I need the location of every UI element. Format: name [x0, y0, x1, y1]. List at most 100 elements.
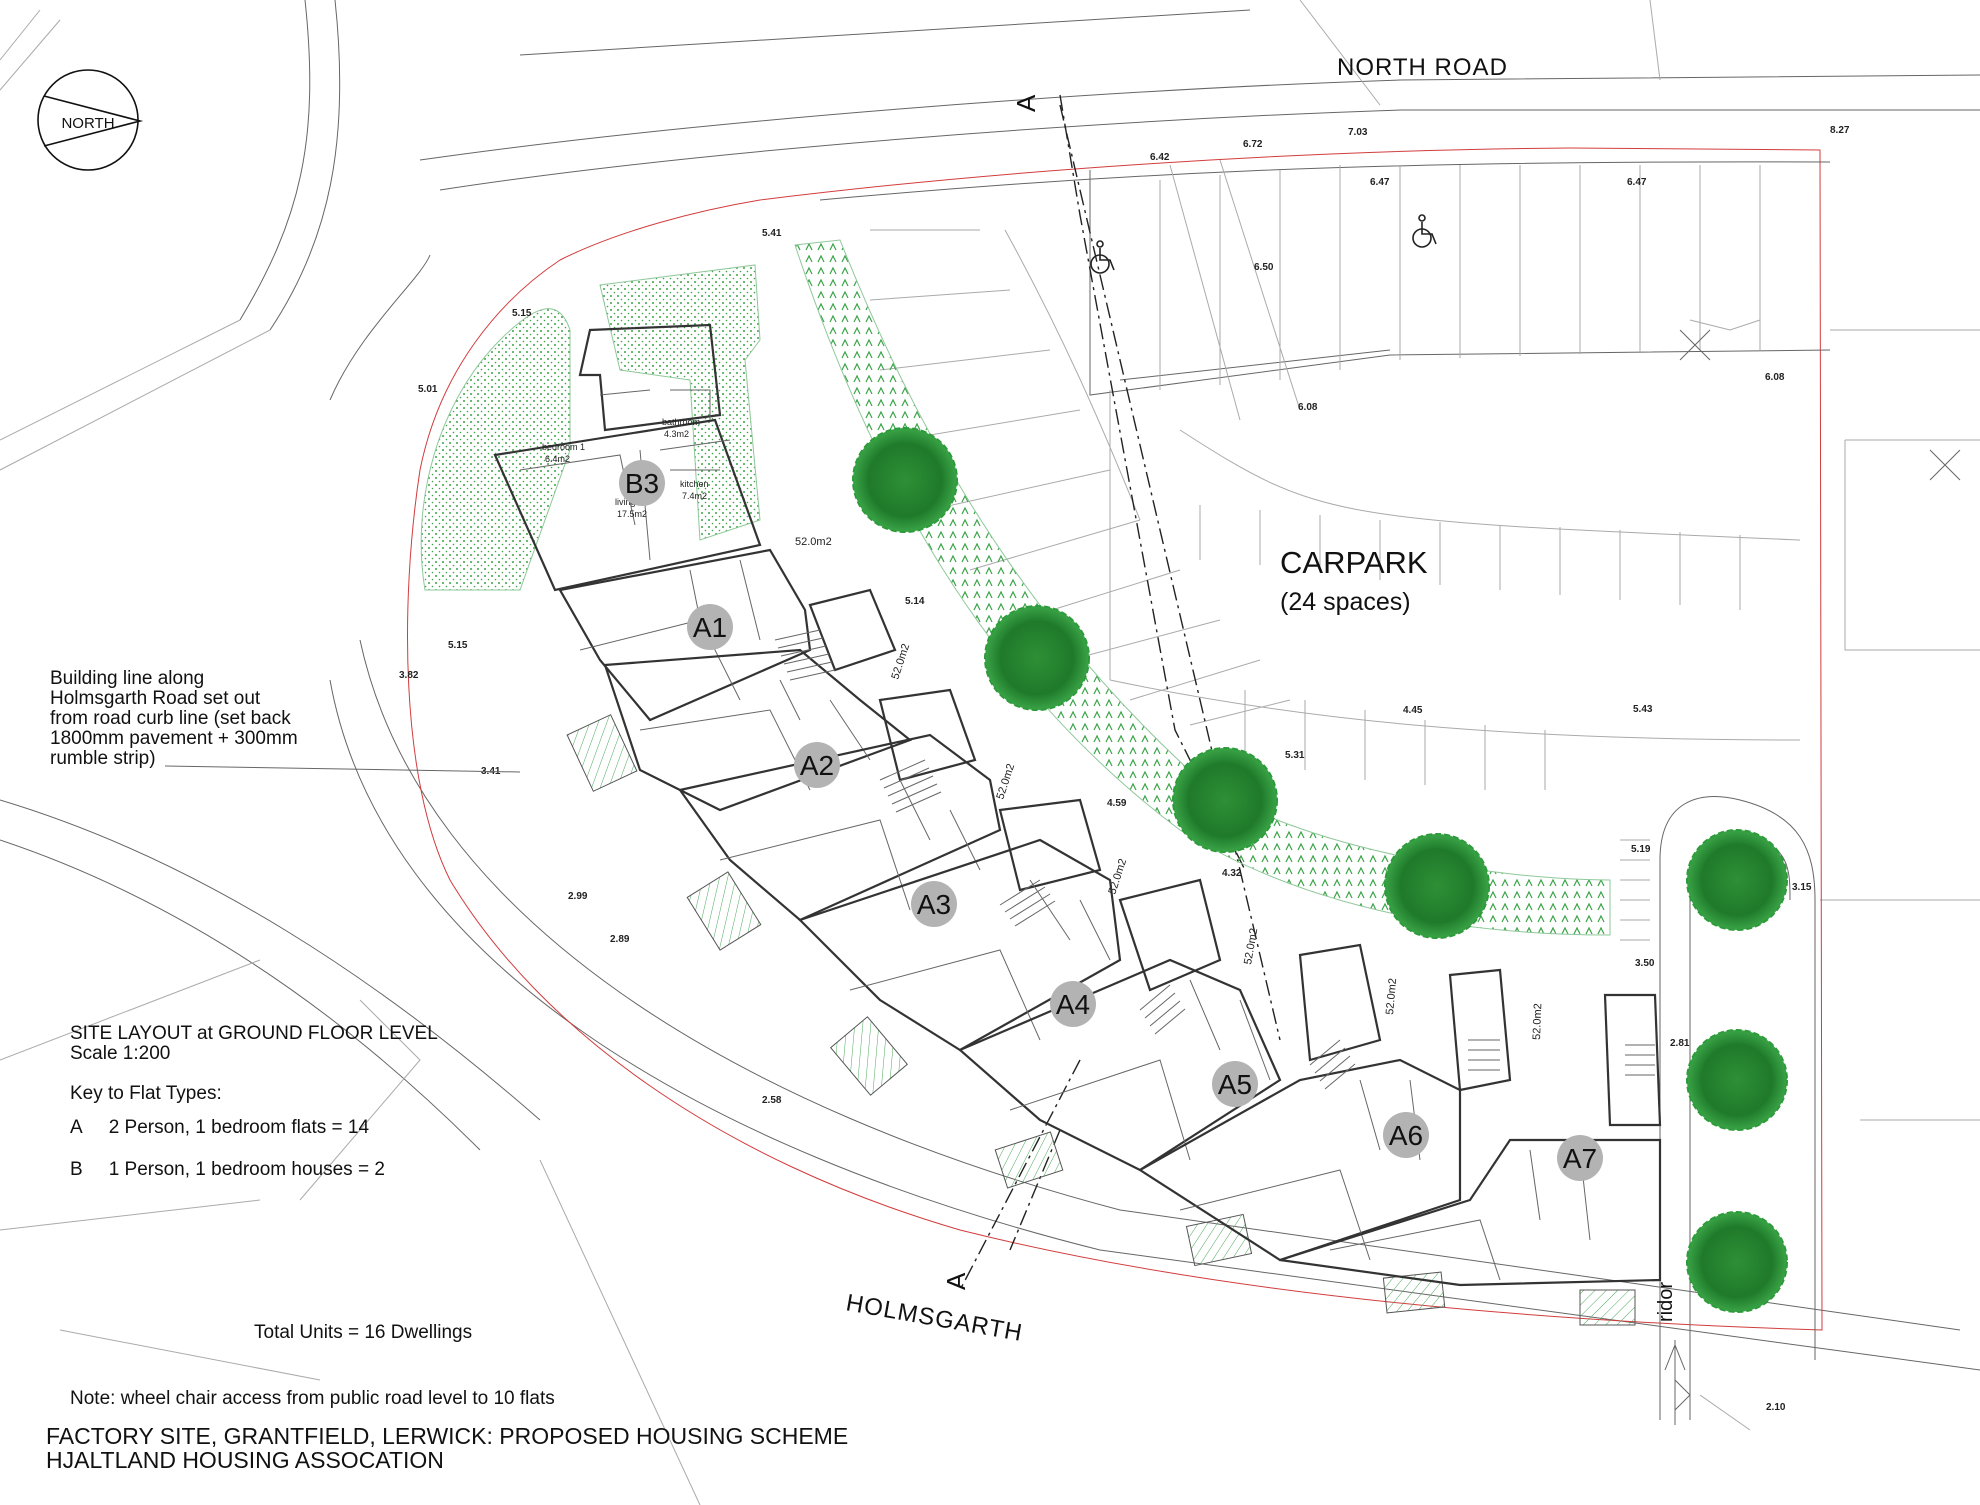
wheelchair-note: Note: wheel chair access from public roa… — [70, 1388, 555, 1409]
key-code: A — [70, 1117, 83, 1138]
unit-badge-a4 — [1050, 981, 1096, 1027]
key-row-a: A 2 Person, 1 bedroom flats = 14 — [70, 1118, 438, 1138]
unit-badge-a5 — [1212, 1061, 1258, 1107]
unit-label-a5: A5 — [1218, 1069, 1252, 1100]
level: 6.42 — [1150, 152, 1170, 163]
level: 4.32 — [1222, 868, 1242, 879]
total-units: Total Units = 16 Dwellings — [254, 1322, 473, 1343]
level: 8.27 — [1830, 125, 1850, 136]
level: 3.15 — [1792, 882, 1812, 893]
project-title: FACTORY SITE, GRANTFIELD, LERWICK: PROPO… — [46, 1423, 849, 1449]
level: 3.82 — [399, 670, 419, 681]
key-text: 2 Person, 1 bedroom flats = 14 — [108, 1117, 370, 1138]
title-block: FACTORY SITE, GRANTFIELD, LERWICK: PROPO… — [46, 1424, 848, 1472]
unit-label-a4: A4 — [1056, 989, 1090, 1020]
level: 5.41 — [762, 228, 782, 239]
room-labels: bedroom 1 6.4m2 bathroom 4.3m2 kitchen 7… — [542, 417, 709, 519]
unit-badges: B3 A1 A2 A3 A4 A5 A6 A7 — [619, 460, 1603, 1181]
key-text: 1 Person, 1 bedroom houses = 2 — [108, 1159, 385, 1180]
level: 6.47 — [1370, 177, 1390, 188]
room-bedroom-label: bedroom 1 — [542, 442, 585, 452]
level: 4.45 — [1403, 705, 1423, 716]
room-living-area: 17.5m2 — [617, 509, 647, 519]
wheelchair-icon — [1090, 240, 1115, 274]
room-bathroom-label: bathroom — [662, 417, 700, 427]
carpark-bays — [819, 159, 1961, 790]
unit-area-a2: 52.0m2 — [994, 762, 1017, 801]
level: 3.50 — [1635, 958, 1655, 969]
section-marker-north: A — [1011, 94, 1041, 112]
level: 6.08 — [1765, 372, 1785, 383]
unit-area-a6: 52.0m2 — [1531, 1003, 1544, 1040]
carpark-subtitle: (24 spaces) — [1280, 588, 1411, 616]
unit-label-a2: A2 — [800, 750, 834, 781]
wheelchair-icon — [1412, 214, 1437, 248]
site-layout-block: SITE LAYOUT at GROUND FLOOR LEVEL Scale … — [70, 1024, 438, 1180]
note-line: Holmsgarth Road set out — [50, 688, 261, 709]
level: 5.15 — [512, 308, 532, 319]
level: 6.47 — [1627, 177, 1647, 188]
level: 5.43 — [1633, 704, 1653, 715]
site-boundary — [407, 147, 1823, 1331]
unit-badge-a7 — [1557, 1135, 1603, 1181]
north-arrow-label: NORTH — [61, 115, 114, 132]
level: 6.72 — [1243, 139, 1263, 150]
site-layout-scale: Scale 1:200 — [70, 1043, 171, 1064]
room-bedroom-area: 6.4m2 — [545, 454, 570, 464]
level: 2.58 — [762, 1095, 782, 1106]
level: 4.59 — [1107, 798, 1127, 809]
trees — [852, 427, 1788, 1313]
building-line-leader — [164, 765, 521, 773]
note-line: rumble strip) — [50, 748, 156, 769]
holmsgarth-label: HOLMSGARTH — [844, 1289, 1025, 1347]
building-line-note: Building line along Holmsgarth Road set … — [50, 669, 298, 769]
level: 5.19 — [1631, 844, 1651, 855]
landscape-planting-court — [599, 264, 761, 541]
client-name: HJALTLAND HOUSING ASSOCATION — [46, 1447, 444, 1473]
level: 5.01 — [418, 384, 438, 395]
level: 2.89 — [610, 934, 630, 945]
key-heading: Key to Flat Types: — [70, 1083, 222, 1104]
building-footprint — [493, 323, 1662, 1287]
north-arrow: NORTH — [37, 69, 144, 171]
note-line: from road curb line (set back — [50, 708, 291, 729]
unit-badge-b3 — [619, 460, 665, 506]
unit-label-a6: A6 — [1389, 1120, 1423, 1151]
unit-label-a7: A7 — [1563, 1143, 1597, 1174]
room-kitchen-area: 7.4m2 — [682, 491, 707, 501]
level: 2.99 — [568, 891, 588, 902]
level: 5.31 — [1285, 750, 1305, 761]
level: 6.50 — [1254, 262, 1274, 273]
section-marker-south: A — [941, 1272, 971, 1290]
key-row-b: B 1 Person, 1 bedroom houses = 2 — [70, 1160, 438, 1180]
note-line: Building line along — [50, 668, 205, 689]
level: 2.10 — [1766, 1402, 1786, 1413]
unit-badge-a1 — [687, 604, 733, 650]
unit-badge-a6 — [1383, 1112, 1429, 1158]
unit-badge-a3 — [911, 881, 957, 927]
room-kitchen-label: kitchen — [680, 479, 709, 489]
room-living-label: living — [615, 497, 636, 507]
carpark-title: CARPARK — [1280, 545, 1428, 580]
unit-area-b3: 52.0m2 — [795, 536, 832, 548]
unit-badge-a2 — [794, 742, 840, 788]
unit-label-a3: A3 — [917, 889, 951, 920]
key-code: B — [70, 1159, 83, 1180]
level: 2.81 — [1670, 1038, 1690, 1049]
unit-area-a1: 52.0m2 — [889, 642, 912, 681]
north-arrow-icon — [43, 95, 144, 147]
unit-area-a3: 52.0m2 — [1106, 857, 1129, 896]
level: 5.15 — [448, 640, 468, 651]
note-line: 1800mm pavement + 300mm — [50, 728, 298, 749]
unit-label-a1: A1 — [693, 612, 727, 643]
room-bathroom-area: 4.3m2 — [664, 429, 689, 439]
level: 6.08 — [1298, 402, 1318, 413]
unit-area-a5: 52.0m2 — [1384, 978, 1399, 1016]
north-road-label: NORTH ROAD — [1337, 54, 1508, 81]
level: 7.03 — [1348, 127, 1368, 138]
site-layout-title: SITE LAYOUT at GROUND FLOOR LEVEL — [70, 1023, 438, 1044]
landscape-planting-west — [420, 308, 571, 591]
unit-label-b3: B3 — [625, 468, 659, 499]
